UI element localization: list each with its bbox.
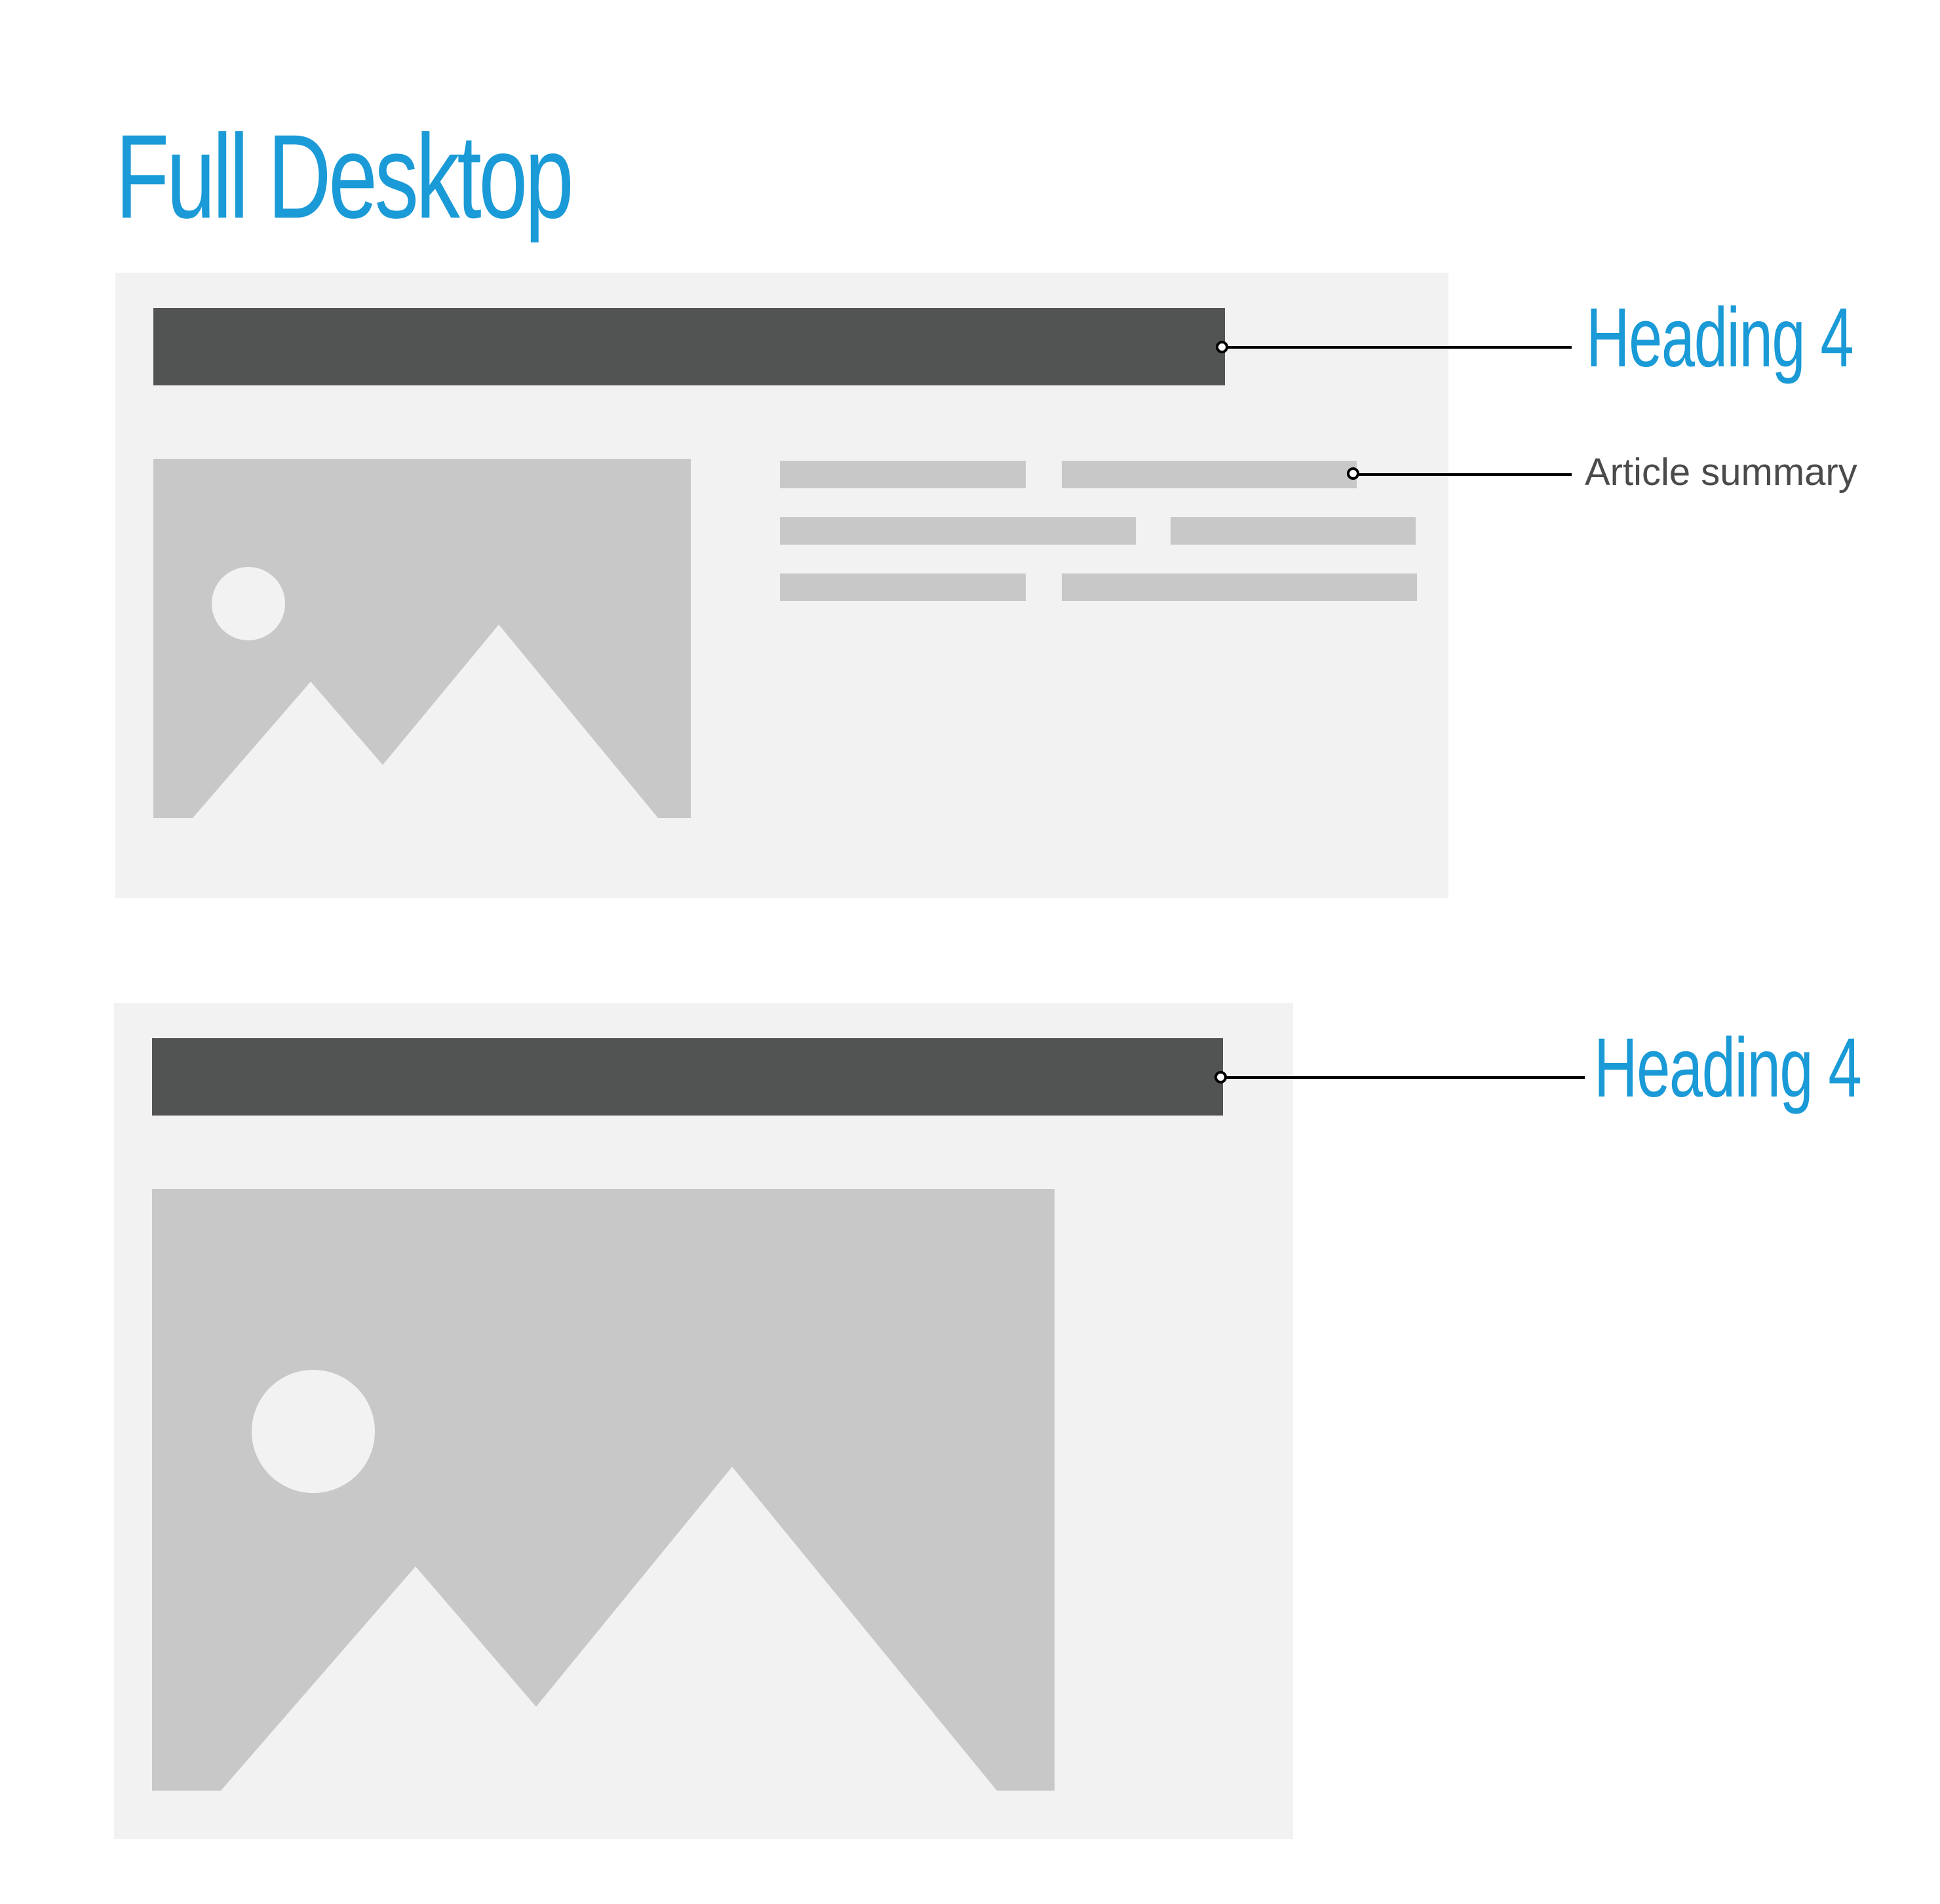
summary-line xyxy=(1062,461,1357,488)
summary-line xyxy=(1062,573,1417,601)
summary-line xyxy=(780,517,1136,545)
layout-a-heading-callout-line xyxy=(1223,346,1572,349)
layout-b-heading-bar xyxy=(152,1038,1223,1116)
image-placeholder-icon xyxy=(153,459,691,818)
layout-a-heading-label: Heading 4 xyxy=(1586,291,1854,385)
layout-b-heading-callout-line xyxy=(1222,1076,1585,1079)
image-placeholder-icon xyxy=(152,1189,1055,1791)
layout-b-heading-label: Heading 4 xyxy=(1594,1021,1862,1115)
summary-label: Article summary xyxy=(1585,451,1857,494)
summary-callout-dot xyxy=(1347,467,1359,480)
summary-callout-line xyxy=(1358,473,1572,476)
layout-a-image-placeholder xyxy=(153,459,691,818)
summary-line xyxy=(1171,517,1416,545)
page-title: Full Desktop xyxy=(115,109,574,243)
summary-line xyxy=(780,573,1026,601)
layout-b-image-placeholder xyxy=(152,1189,1055,1791)
layout-a-heading-bar xyxy=(153,308,1225,385)
layout-b-heading-callout-dot xyxy=(1214,1071,1227,1083)
summary-line xyxy=(780,461,1026,488)
layout-a-heading-callout-dot xyxy=(1216,341,1228,353)
